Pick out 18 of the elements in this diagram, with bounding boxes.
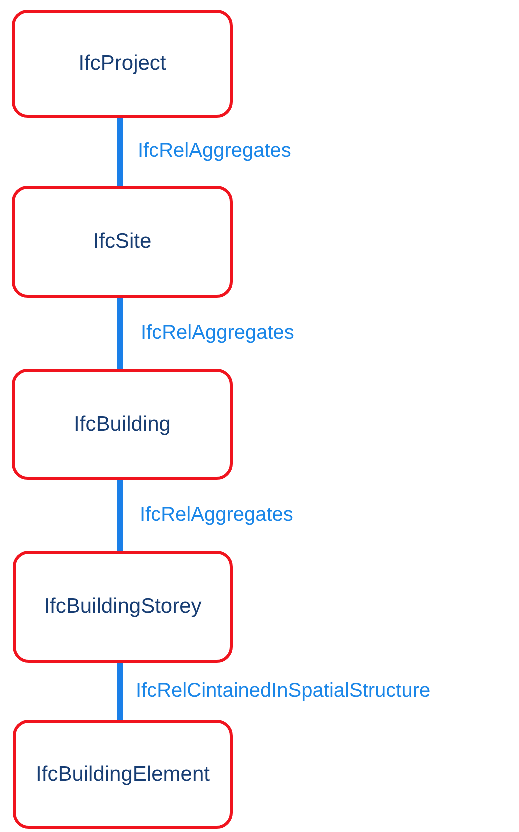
entity-name: IfcBuildingStorey (44, 595, 202, 619)
edge-label: IfcRelAggregates (140, 504, 294, 526)
connector-line (117, 477, 123, 554)
entity-box (12, 186, 233, 298)
entity-name: IfcBuilding (74, 412, 171, 436)
edge-label: IfcRelAggregates (138, 140, 292, 163)
edge-label: IfcRelAggregates (141, 322, 294, 344)
entity-box (12, 10, 233, 118)
entity-box (13, 551, 233, 663)
connector-line (117, 295, 123, 372)
connector-line (117, 660, 123, 723)
entity-name: IfcSite (93, 230, 152, 254)
entity-name: IfcProject (78, 52, 166, 76)
entity-box (13, 720, 233, 829)
entity-name: IfcBuildingElement (36, 762, 210, 786)
entity-box (12, 369, 233, 480)
connector-line (117, 115, 123, 189)
edge-label: IfcRelCintainedInSpatialStructure (136, 680, 431, 702)
